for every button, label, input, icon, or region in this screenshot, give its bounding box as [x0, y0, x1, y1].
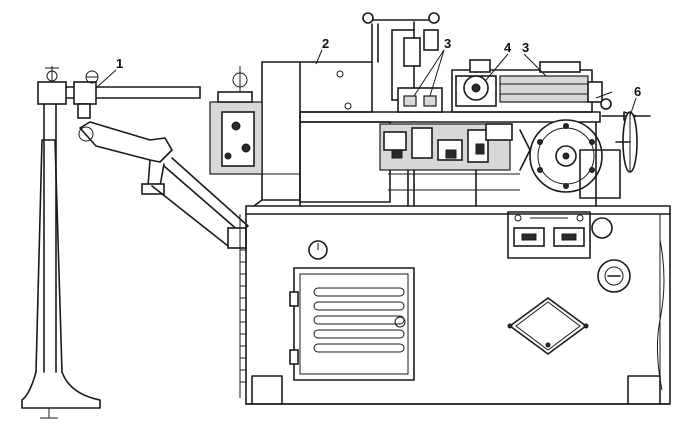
top-cam-levers [362, 12, 443, 113]
callout-leaders [95, 49, 637, 117]
cross-slide-unit [451, 59, 603, 113]
door-louvers [313, 287, 405, 353]
callout-3-right: 3 [522, 40, 529, 55]
headstock [209, 61, 373, 207]
callout-3-left: 3 [444, 36, 451, 51]
callout-1: 1 [116, 56, 123, 71]
callout-6: 6 [634, 84, 641, 99]
handwheel [595, 91, 651, 173]
callout-4: 4 [504, 40, 512, 55]
tool-slides-block [299, 111, 601, 207]
bar-stock-stand [21, 66, 101, 419]
cam-disc [519, 119, 621, 207]
machine-base-cabinet [239, 205, 671, 405]
bar-feed-tube [65, 70, 201, 119]
callout-2: 2 [322, 36, 329, 51]
